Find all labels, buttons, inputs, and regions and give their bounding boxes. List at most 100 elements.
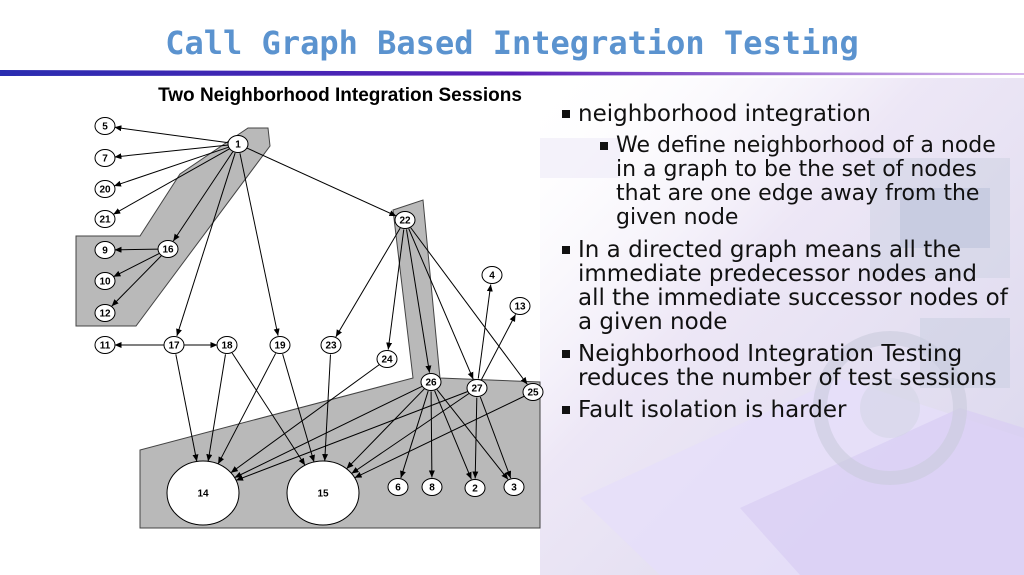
edge-26-to-15 xyxy=(346,388,425,470)
node-26: 26 xyxy=(420,373,442,391)
node-15: 15 xyxy=(286,460,360,526)
node-label: 26 xyxy=(425,378,437,389)
edge-26-to-3 xyxy=(436,389,509,480)
node-label: 21 xyxy=(99,215,111,226)
edge-26-to-2 xyxy=(434,390,472,480)
edge-16-to-9 xyxy=(114,246,159,253)
node-5: 5 xyxy=(94,117,116,135)
edge-22-to-26 xyxy=(406,229,432,373)
diagram-title: Two Neighborhood Integration Sessions xyxy=(158,85,522,106)
edge-27-to-15 xyxy=(351,392,470,474)
node-24: 24 xyxy=(376,350,398,368)
edge-19-to-14 xyxy=(217,353,277,465)
node-label: 27 xyxy=(471,384,483,395)
edge-22-to-24 xyxy=(386,229,405,350)
node-label: 8 xyxy=(429,483,435,494)
node-16: 16 xyxy=(157,240,179,258)
edge-27-to-2 xyxy=(472,397,479,479)
node-label: 20 xyxy=(99,185,111,196)
edge-18-to-14 xyxy=(206,354,226,462)
node-3: 3 xyxy=(503,478,525,496)
edge-1-to-5 xyxy=(114,125,229,144)
neighborhood-region-node-1 xyxy=(75,127,271,327)
edges xyxy=(111,125,528,481)
edge-1-to-16 xyxy=(172,151,234,242)
node-9: 9 xyxy=(94,241,116,259)
node-19: 19 xyxy=(269,336,291,354)
bullet-item: neighborhood integration xyxy=(560,102,1010,126)
edge-1-to-22 xyxy=(246,147,397,217)
edge-27-to-14 xyxy=(235,390,469,481)
edge-23-to-15 xyxy=(322,354,331,462)
node-label: 1 xyxy=(235,140,241,151)
bullet-item: In a directed graph means all the immedi… xyxy=(560,238,1010,334)
node-17: 17 xyxy=(163,336,185,354)
node-label: 19 xyxy=(274,341,286,352)
node-label: 12 xyxy=(99,309,111,320)
edge-27-to-4 xyxy=(477,284,493,379)
node-14: 14 xyxy=(166,460,240,526)
node-label: 25 xyxy=(527,388,539,399)
node-label: 15 xyxy=(317,489,329,500)
edge-1-to-21 xyxy=(113,148,230,215)
node-23: 23 xyxy=(320,336,342,354)
node-20: 20 xyxy=(94,180,116,198)
edge-22-to-23 xyxy=(335,227,401,338)
slide-title: Call Graph Based Integration Testing xyxy=(165,24,859,62)
node-label: 18 xyxy=(221,341,233,352)
edge-26-to-6 xyxy=(400,390,429,479)
node-label: 16 xyxy=(162,245,174,256)
node-10: 10 xyxy=(94,272,116,290)
node-label: 9 xyxy=(102,246,108,257)
node-4: 4 xyxy=(481,266,503,284)
node-label: 4 xyxy=(489,271,495,282)
node-13: 13 xyxy=(509,297,531,315)
edge-17-to-14 xyxy=(175,354,199,462)
node-18: 18 xyxy=(216,336,238,354)
node-label: 13 xyxy=(514,302,526,313)
edge-1-to-19 xyxy=(239,153,280,336)
node-label: 7 xyxy=(102,154,108,165)
node-label: 22 xyxy=(399,216,411,227)
node-12: 12 xyxy=(94,304,116,322)
node-21: 21 xyxy=(94,210,116,228)
node-25: 25 xyxy=(522,383,544,401)
sub-bullet-item: We define neighborhood of a node in a gr… xyxy=(598,134,1010,230)
call-graph-diagram: Two Neighborhood Integration Sessions 15… xyxy=(75,85,544,529)
edge-16-to-12 xyxy=(111,255,162,307)
edge-1-to-20 xyxy=(113,146,230,187)
node-label: 17 xyxy=(168,341,180,352)
node-label: 2 xyxy=(472,484,478,495)
edge-19-to-15 xyxy=(282,353,315,463)
title-divider xyxy=(0,70,1024,76)
edge-26-to-14 xyxy=(234,385,423,479)
node-label: 14 xyxy=(197,489,209,500)
node-label: 23 xyxy=(325,341,337,352)
bullet-item: Neighborhood Integration Testing reduces… xyxy=(560,342,1010,390)
node-7: 7 xyxy=(94,149,116,167)
edge-27-to-13 xyxy=(480,314,517,380)
node-22: 22 xyxy=(394,211,416,229)
background-decoration xyxy=(540,78,1024,575)
node-label: 24 xyxy=(381,355,393,366)
node-label: 6 xyxy=(395,483,401,494)
node-label: 3 xyxy=(511,483,517,494)
node-label: 5 xyxy=(102,122,108,133)
node-6: 6 xyxy=(387,478,409,496)
node-2: 2 xyxy=(464,479,486,497)
edge-18-to-15 xyxy=(231,352,306,466)
node-1: 1 xyxy=(227,135,249,153)
neighborhood-region-node-22 xyxy=(139,199,541,529)
edge-24-to-14 xyxy=(230,364,380,474)
bullet-item: Fault isolation is harder xyxy=(560,398,1010,422)
edge-25-to-15 xyxy=(354,395,525,479)
edge-16-to-10 xyxy=(113,252,160,278)
edge-1-to-17 xyxy=(176,152,236,337)
edge-1-to-7 xyxy=(114,144,229,160)
bullet-list: neighborhood integration We define neigh… xyxy=(560,102,1010,430)
node-8: 8 xyxy=(421,478,443,496)
edge-22-to-27 xyxy=(408,228,474,380)
node-label: 10 xyxy=(99,277,111,288)
node-label: 11 xyxy=(100,341,111,352)
